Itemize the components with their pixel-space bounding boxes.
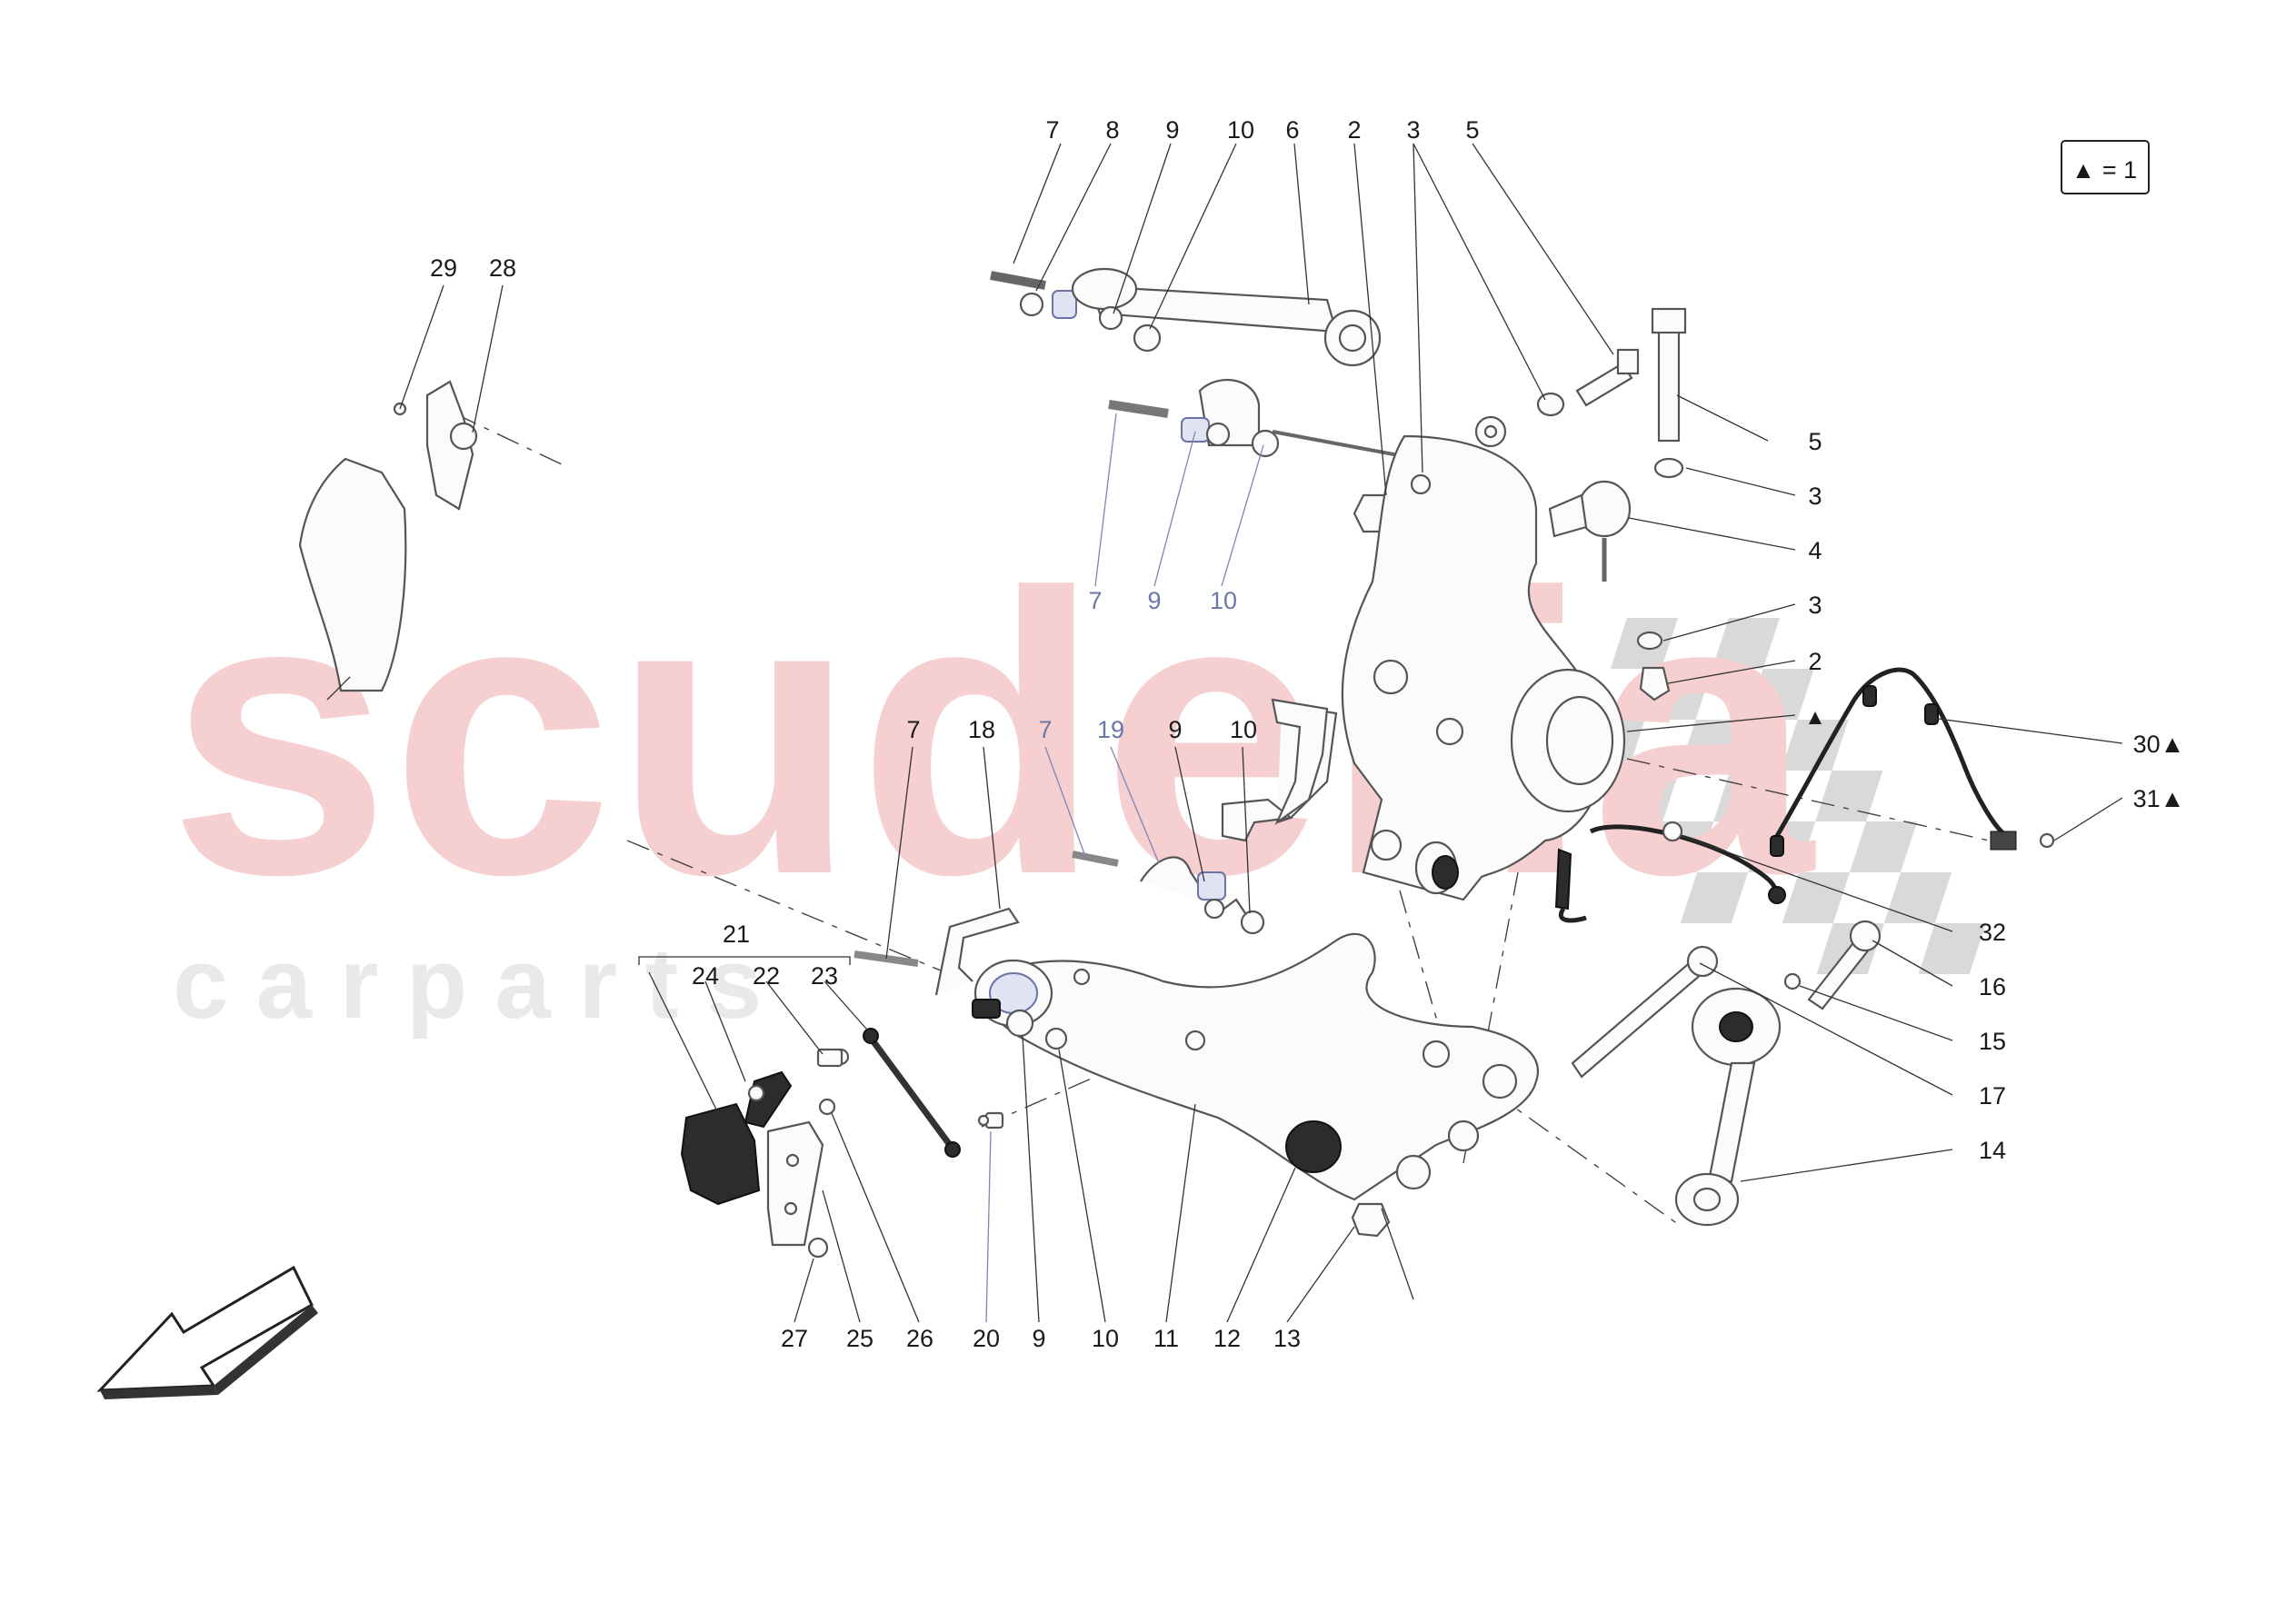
callout-7-top: 7: [1045, 116, 1059, 144]
callout-26: 26: [906, 1325, 933, 1352]
brake-dust-shield: [298, 380, 478, 701]
callout-3-right-a: 3: [1808, 483, 1822, 510]
callout-triangle-hub: ▲: [1804, 705, 1826, 730]
legend-box: ▲ = 1: [2061, 140, 2150, 194]
callout-32: 32: [1979, 919, 2006, 946]
checkered-flag-watermark: [1577, 618, 1986, 974]
callout-24: 24: [692, 962, 719, 990]
callout-14: 14: [1979, 1137, 2006, 1164]
callout-18: 18: [968, 716, 995, 743]
callout-8-top: 8: [1105, 116, 1119, 144]
upper-control-arm: [990, 267, 1382, 367]
ride-height-sensor: [680, 1028, 1004, 1259]
callout-9-middle: 9: [1147, 587, 1161, 614]
callout-10-bottom: 10: [1092, 1325, 1119, 1352]
callout-16: 16: [1979, 973, 2006, 1000]
callout-10-middle: 10: [1210, 587, 1237, 614]
callout-22: 22: [753, 962, 780, 990]
callout-7-middle: 7: [1088, 587, 1102, 614]
callout-31: 31▲: [2133, 785, 2185, 812]
callout-29: 29: [430, 254, 457, 282]
wheel-hub-carrier: [1276, 415, 1626, 901]
callout-7-lower: 7: [906, 716, 920, 743]
callout-13: 13: [1273, 1325, 1301, 1352]
callout-21: 21: [723, 920, 750, 948]
callout-3-right-b: 3: [1808, 592, 1822, 619]
callout-2-top: 2: [1347, 116, 1361, 144]
callout-7-lower-blue: 7: [1038, 716, 1052, 743]
callout-19: 19: [1097, 716, 1124, 743]
callout-10-lower: 10: [1230, 716, 1257, 743]
callout-5-right: 5: [1808, 428, 1822, 455]
callout-10-top: 10: [1227, 116, 1254, 144]
callout-27: 27: [781, 1325, 808, 1352]
tie-rod-end: [1548, 480, 1671, 702]
leader-lines: [399, 143, 2123, 1323]
toe-link-middle: [1108, 378, 1419, 461]
callout-30: 30▲: [2133, 731, 2185, 758]
callout-15: 15: [1979, 1028, 2006, 1055]
callout-9-top: 9: [1165, 116, 1179, 144]
legend-triangle-symbol: ▲: [2071, 156, 2095, 184]
callout-2-right: 2: [1808, 648, 1822, 675]
callout-28: 28: [489, 254, 516, 282]
callout-11: 11: [1153, 1325, 1179, 1352]
front-direction-arrow-icon: [96, 1265, 318, 1399]
callout-9-lower: 9: [1168, 716, 1182, 743]
watermark-subtitle: c a r p a r t s: [173, 928, 762, 1040]
lower-trailing-link: [1571, 920, 1882, 1227]
legend-text: = 1: [2102, 156, 2137, 184]
callout-17: 17: [1979, 1082, 2006, 1110]
callout-3-top: 3: [1406, 116, 1420, 144]
callout-9-bottom: 9: [1032, 1325, 1045, 1352]
callout-23: 23: [811, 962, 838, 990]
callout-6: 6: [1285, 116, 1299, 144]
lower-wishbone: [972, 932, 1539, 1238]
callout-5-top: 5: [1465, 116, 1479, 144]
callout-12: 12: [1213, 1325, 1241, 1352]
callout-labels: 7 8 9 10 6 2 3 5 29 28 5 3 4 3 2 ▲ 30▲ 3…: [430, 116, 2184, 1352]
callout-20: 20: [973, 1325, 1000, 1352]
callout-25: 25: [846, 1325, 873, 1352]
abs-sensor-wiring: [1554, 667, 2055, 923]
callout-4: 4: [1808, 537, 1822, 564]
